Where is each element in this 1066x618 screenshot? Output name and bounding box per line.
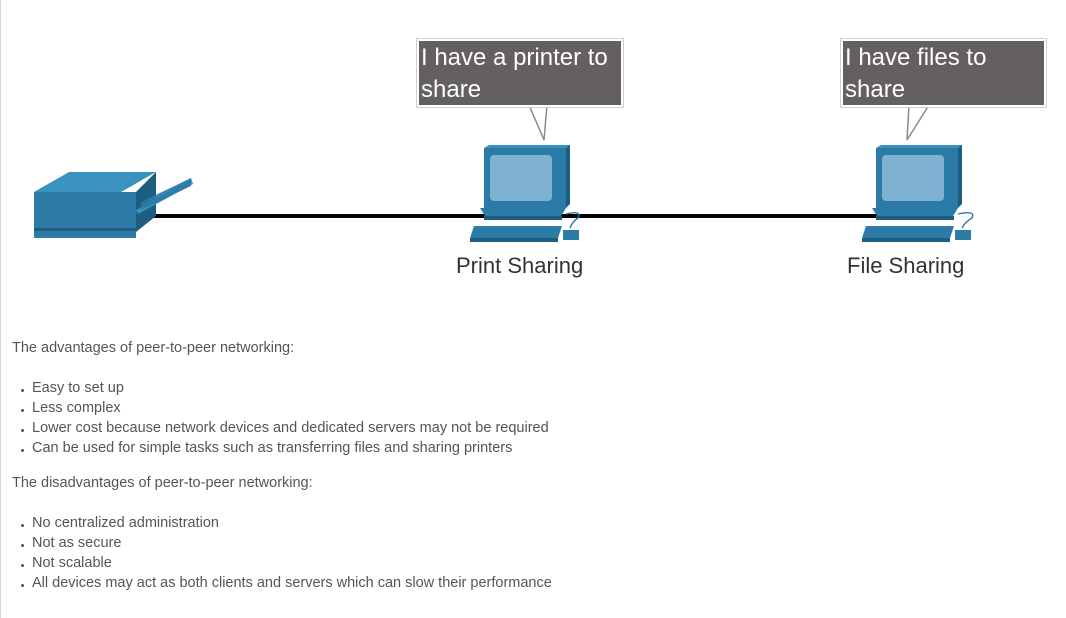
list-item: Less complex bbox=[12, 398, 1052, 418]
diagram-graphics bbox=[34, 104, 974, 242]
printer-icon bbox=[34, 172, 193, 238]
print-speech-bubble: I have a printer to share bbox=[419, 41, 621, 105]
list-item: Not scalable bbox=[12, 553, 1052, 573]
file-sharing-label: File Sharing bbox=[847, 253, 965, 278]
list-item: Easy to set up bbox=[12, 378, 1052, 398]
file-speech-bubble: I have files to share bbox=[843, 41, 1044, 105]
disadvantages-list: No centralized administration Not as sec… bbox=[12, 513, 1052, 593]
peer-to-peer-diagram: I have a printer to share I have files t… bbox=[1, 0, 1066, 300]
list-item: Not as secure bbox=[12, 533, 1052, 553]
print-sharing-label: Print Sharing bbox=[456, 253, 584, 278]
list-item: No centralized administration bbox=[12, 513, 1052, 533]
text-content: The advantages of peer-to-peer networkin… bbox=[12, 338, 1052, 593]
list-item: Can be used for simple tasks such as tra… bbox=[12, 438, 1052, 458]
computer-icon bbox=[862, 145, 974, 242]
disadvantages-intro: The disadvantages of peer-to-peer networ… bbox=[12, 475, 313, 491]
bubble-tail-1 bbox=[527, 104, 548, 141]
list-item: All devices may act as both clients and … bbox=[12, 573, 1052, 593]
advantages-intro: The advantages of peer-to-peer networkin… bbox=[12, 340, 295, 356]
bubble-tail-2 bbox=[906, 104, 931, 141]
list-item: Lower cost because network devices and d… bbox=[12, 418, 1052, 438]
advantages-list: Easy to set up Less complex Lower cost b… bbox=[12, 378, 1052, 458]
computer-icon bbox=[470, 145, 580, 242]
